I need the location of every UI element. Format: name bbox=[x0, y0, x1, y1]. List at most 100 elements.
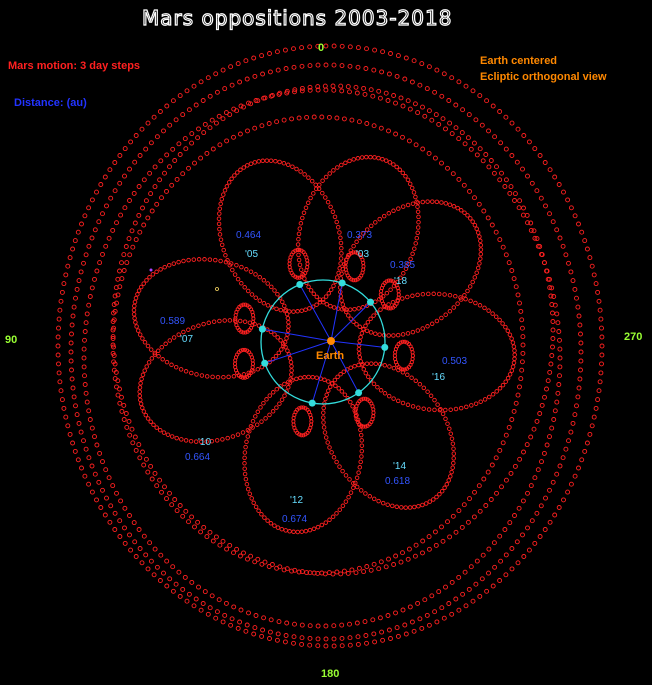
loop-dot bbox=[425, 324, 430, 329]
orbit-dot bbox=[89, 489, 95, 495]
orbit-dot bbox=[426, 108, 432, 114]
orbit-dot bbox=[491, 170, 497, 176]
angle-label-top: 0 bbox=[318, 42, 324, 54]
orbit-dot bbox=[472, 195, 477, 201]
loop-dot bbox=[450, 441, 456, 446]
orbit-dot bbox=[114, 384, 119, 390]
orbit-dot bbox=[556, 505, 562, 510]
loop-dot bbox=[160, 357, 165, 362]
loop-dot bbox=[232, 272, 238, 277]
orbit-dot bbox=[477, 593, 483, 599]
orbit-dot bbox=[420, 146, 426, 152]
orbit-dot bbox=[132, 220, 138, 226]
loop-dot bbox=[446, 478, 451, 483]
orbit-dot bbox=[124, 260, 130, 266]
orbit-dot bbox=[111, 317, 117, 323]
loop-dot bbox=[340, 266, 346, 272]
orbit-dot bbox=[228, 622, 234, 628]
loop-dot bbox=[284, 336, 289, 341]
retrograde-dot bbox=[240, 347, 245, 352]
loop-dot bbox=[333, 383, 338, 389]
orbit-dot bbox=[108, 503, 114, 509]
loop-dot bbox=[199, 439, 204, 445]
loop-dot bbox=[410, 201, 416, 206]
loop-dot bbox=[474, 226, 479, 232]
orbit-dot bbox=[556, 382, 562, 387]
orbit-dot bbox=[598, 370, 604, 376]
loop-dot bbox=[244, 481, 250, 487]
loop-dot bbox=[346, 252, 351, 258]
orbit-dot bbox=[551, 417, 557, 422]
loop-dot bbox=[390, 299, 396, 305]
loop-dot bbox=[220, 437, 225, 442]
loop-dot bbox=[134, 324, 139, 329]
orbit-dot bbox=[477, 146, 483, 152]
orbit-dot bbox=[476, 483, 482, 489]
loop-dot bbox=[448, 474, 453, 479]
orbit-dot bbox=[79, 465, 84, 471]
orbit-dot bbox=[152, 184, 158, 190]
loop-dot bbox=[142, 340, 148, 345]
orbit-dot bbox=[214, 89, 220, 95]
orbit-dot bbox=[198, 155, 204, 161]
orbit-dot bbox=[599, 325, 604, 331]
loop-dot bbox=[287, 356, 293, 361]
orbit-dot bbox=[82, 213, 88, 219]
loop-dot bbox=[248, 161, 254, 166]
loop-dot bbox=[242, 319, 248, 324]
retrograde-dot bbox=[297, 275, 302, 280]
year-label-05: '05 bbox=[245, 249, 258, 260]
loop-dot bbox=[171, 335, 177, 340]
loop-dot bbox=[214, 438, 220, 443]
loop-dot bbox=[282, 381, 287, 387]
orbit-dot bbox=[65, 423, 71, 429]
orbit-dot bbox=[512, 191, 518, 197]
loop-dot bbox=[339, 307, 345, 312]
loop-dot bbox=[400, 400, 406, 406]
orbit-dot bbox=[545, 378, 551, 384]
orbit-dot bbox=[68, 340, 74, 346]
loop-dot bbox=[486, 394, 492, 400]
loop-dot bbox=[354, 475, 360, 481]
loop-dot bbox=[382, 363, 388, 368]
loop-dot bbox=[169, 362, 174, 368]
loop-dot bbox=[451, 446, 456, 451]
loop-dot bbox=[443, 407, 448, 413]
orbit-dot bbox=[534, 236, 540, 242]
year-label-10: '10 bbox=[198, 437, 211, 448]
loop-dot bbox=[189, 370, 194, 376]
loop-dot bbox=[268, 521, 274, 526]
loop-dot bbox=[435, 402, 440, 407]
orbit-dot bbox=[307, 623, 313, 629]
orbit-dot bbox=[334, 115, 340, 121]
orbit-dot bbox=[112, 188, 118, 194]
orbit-dot bbox=[499, 484, 504, 490]
orbit-dot bbox=[112, 376, 118, 382]
orbit-dot bbox=[196, 126, 201, 132]
loop-dot bbox=[334, 511, 339, 516]
loop-dot bbox=[181, 329, 186, 335]
orbit-dot bbox=[372, 639, 378, 645]
orbit-dot bbox=[368, 567, 374, 573]
loop-dot bbox=[152, 352, 158, 357]
orbit-dot bbox=[114, 300, 119, 306]
orbit-dot bbox=[331, 62, 337, 68]
retrograde-dot bbox=[363, 396, 368, 401]
loop-dot bbox=[272, 332, 277, 337]
orbit-dot bbox=[130, 244, 136, 250]
orbit-dot bbox=[94, 497, 99, 503]
loop-dot bbox=[209, 438, 215, 444]
loop-dot bbox=[275, 291, 280, 297]
loop-dot bbox=[368, 316, 373, 322]
orbit-dot bbox=[180, 112, 186, 118]
orbit-dot bbox=[307, 84, 313, 90]
loop-dot bbox=[415, 209, 421, 215]
loop-dot bbox=[327, 384, 333, 390]
loop-dot bbox=[289, 368, 294, 373]
retrograde-dot bbox=[245, 329, 250, 334]
orbit-dot bbox=[57, 307, 63, 313]
loop-dot bbox=[407, 181, 413, 187]
orbit-dot bbox=[245, 556, 250, 562]
opposition-point bbox=[367, 298, 374, 306]
orbit-dot bbox=[103, 467, 109, 473]
